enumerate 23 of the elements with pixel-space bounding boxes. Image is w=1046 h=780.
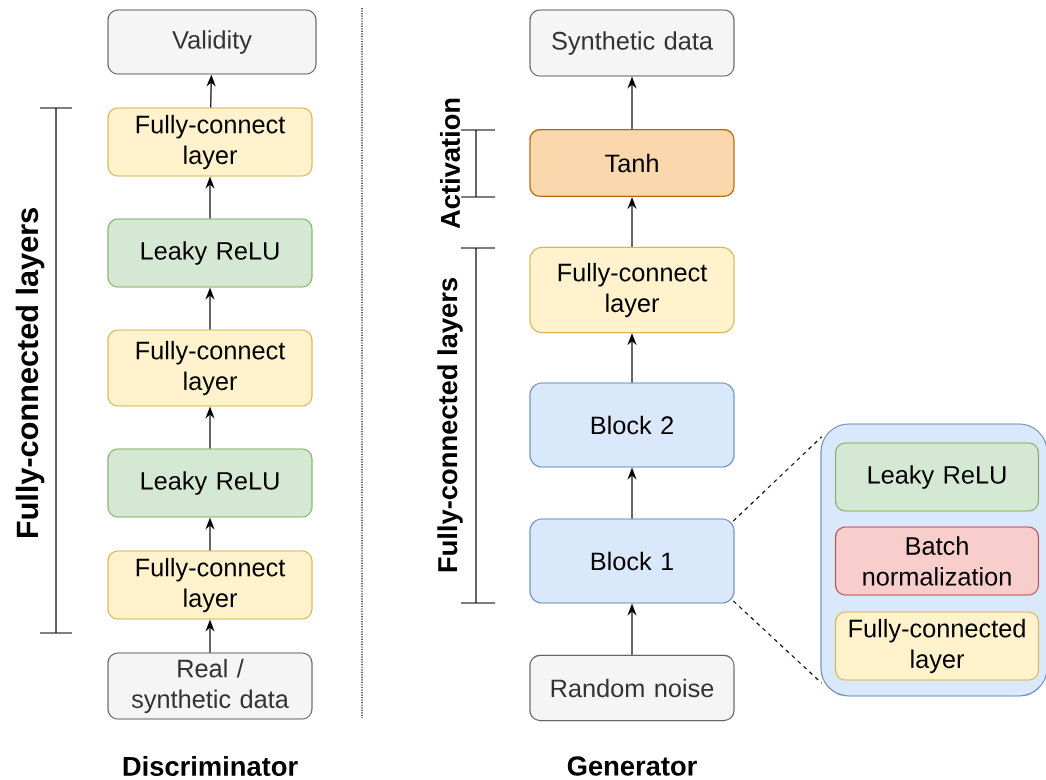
layer-box: Fully-connect layer xyxy=(107,107,313,177)
bracket-label: Activation xyxy=(439,98,461,229)
connector-line xyxy=(732,600,823,684)
layer-box: Fully-connect layer xyxy=(107,550,313,620)
normalization-box: Batch normalization xyxy=(834,526,1040,596)
data-box: Random noise xyxy=(529,654,735,722)
activation-box: Tanh xyxy=(529,128,735,198)
column-title: Discriminator xyxy=(123,755,298,777)
layer-box: Fully-connect layer xyxy=(529,246,735,334)
activation-box: Leaky ReLU xyxy=(834,442,1040,512)
block-box: Block 2 xyxy=(529,382,735,468)
layer-box: Fully-connected layer xyxy=(834,611,1040,681)
block-box: Block 1 xyxy=(529,518,735,604)
activation-box: Leaky ReLU xyxy=(107,448,313,518)
data-box: Validity xyxy=(107,9,317,75)
data-box: Synthetic data xyxy=(529,9,735,77)
bracket-label: Fully-connected layers xyxy=(15,208,45,538)
connector-line xyxy=(732,436,823,522)
column-title: Generator xyxy=(567,756,697,776)
bracket-label: Fully-connected layers xyxy=(437,278,463,572)
layer-box: Fully-connect layer xyxy=(107,329,313,407)
activation-box: Leaky ReLU xyxy=(107,218,313,288)
data-box: Real / synthetic data xyxy=(107,652,313,720)
